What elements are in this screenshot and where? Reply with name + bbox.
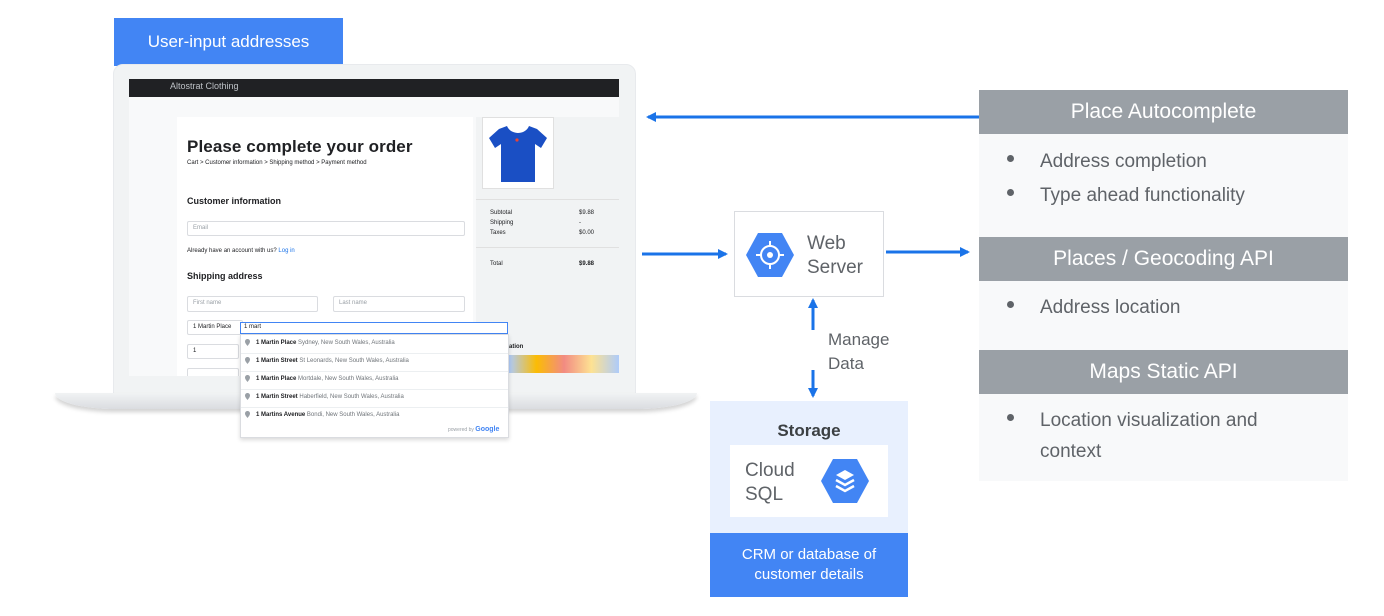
maps-static-body: Location visualization and context: [979, 394, 1348, 481]
first-name-placeholder: First name: [193, 300, 222, 306]
suggestion-name: 1 Martin Place: [256, 340, 297, 346]
autocomplete-dropdown: 1 Martin Place Sydney, New South Wales, …: [240, 334, 509, 438]
app-title-bar: Altostrat Clothing: [129, 79, 619, 97]
autocomplete-suggestion[interactable]: 1 Martin Place Sydney, New South Wales, …: [241, 335, 508, 354]
user-input-label: User-input addresses: [114, 18, 343, 66]
powered-by-text: powered by: [448, 427, 474, 433]
manage-data-label: Manage Data: [828, 328, 889, 376]
suggestion-address: Haberfield, New South Wales, Australia: [299, 394, 404, 400]
static-map-thumbnail: [509, 355, 619, 373]
suggestion-name: 1 Martin Street: [256, 358, 298, 364]
tshirt-icon: [489, 126, 547, 182]
city-field[interactable]: [187, 368, 239, 376]
cloud-sql-label: Cloud SQL: [745, 459, 795, 507]
maps-static-header: Maps Static API: [979, 350, 1348, 394]
user-input-label-text: User-input addresses: [147, 32, 310, 51]
web-server-node: Web Server: [734, 211, 884, 297]
bullet-item: Address location: [1007, 292, 1180, 323]
crm-line1: CRM or database of: [741, 546, 877, 563]
taxes-value: $0.00: [579, 230, 595, 236]
place-autocomplete-title: Place Autocomplete: [1070, 100, 1257, 123]
places-geocoding-body: Address location: [979, 281, 1348, 350]
product-image: [482, 117, 554, 189]
email-field[interactable]: Email: [187, 221, 465, 236]
autocomplete-query: 1 mart: [244, 324, 262, 330]
place-autocomplete-body: Address completion Type ahead functional…: [979, 134, 1348, 237]
suggestion-name: 1 Martin Street: [256, 394, 298, 400]
account-prompt: Already have an account with us? Log in: [187, 248, 295, 254]
subtotal-label: Subtotal: [490, 210, 513, 216]
suggestion-name: 1 Martin Place: [256, 376, 297, 382]
map-pin-icon: [245, 375, 250, 382]
web-server-label: Web Server: [807, 232, 863, 280]
login-link[interactable]: Log in: [278, 248, 295, 254]
autocomplete-input[interactable]: 1 mart: [240, 322, 508, 334]
last-name-field[interactable]: Last name: [333, 296, 465, 312]
autocomplete-suggestion[interactable]: 1 Martin Place Mortdale, New South Wales…: [241, 371, 508, 390]
map-pin-icon: [245, 393, 250, 400]
bullet-text: Location visualization and context: [1040, 410, 1258, 462]
autocomplete-suggestion[interactable]: 1 Martin Street St Leonards, New South W…: [241, 353, 508, 372]
suggestion-address: Sydney, New South Wales, Australia: [298, 340, 395, 346]
web-server-line1: Web: [807, 233, 846, 254]
form-title: Please complete your order: [187, 137, 413, 156]
powered-by-google: powered by Google: [448, 426, 499, 433]
customer-info-heading: Customer information: [187, 196, 282, 206]
bullet-item: Type ahead functionality: [1007, 180, 1245, 211]
bullet-text: Type ahead functionality: [1040, 185, 1245, 206]
suggestion-name: 1 Martins Avenue: [256, 412, 306, 418]
shipping-heading: Shipping address: [187, 271, 263, 281]
bullet-item: Address completion: [1007, 146, 1207, 177]
google-logo-text: Google: [475, 426, 500, 433]
storage-title: Storage: [777, 421, 841, 440]
places-geocoding-header: Places / Geocoding API: [979, 237, 1348, 281]
total-value: $9.88: [579, 261, 595, 267]
suggestion-address: Bondi, New South Wales, Australia: [306, 412, 400, 418]
bullet-item: Location visualization and context: [1007, 405, 1287, 467]
summary-divider-top: [476, 199, 619, 200]
cloud-sql-line1: Cloud: [745, 460, 795, 481]
autocomplete-suggestion[interactable]: 1 Martins Avenue Bondi, New South Wales,…: [241, 407, 508, 425]
account-text: Already have an account with us?: [187, 248, 277, 254]
suggestion-address: Mortdale, New South Wales, Australia: [298, 376, 399, 382]
apartment-field[interactable]: 1: [187, 344, 239, 359]
map-pin-icon: [245, 357, 250, 364]
last-name-placeholder: Last name: [339, 300, 368, 306]
app-title: Altostrat Clothing: [170, 81, 239, 91]
breadcrumb: Cart > Customer information > Shipping m…: [187, 160, 367, 166]
crm-footer: CRM or database of customer details: [710, 533, 908, 597]
summary-divider-mid: [476, 247, 619, 248]
crm-line2: customer details: [754, 566, 864, 583]
first-name-field[interactable]: First name: [187, 296, 318, 312]
cloud-sql-card: Cloud SQL: [730, 445, 888, 517]
bullet-text: Address completion: [1040, 151, 1207, 172]
autocomplete-suggestion[interactable]: 1 Martin Street Haberfield, New South Wa…: [241, 389, 508, 408]
place-autocomplete-header: Place Autocomplete: [979, 90, 1348, 134]
subtotal-value: $9.88: [579, 210, 595, 216]
map-pin-icon: [245, 339, 250, 346]
shipping-label: Shipping: [490, 220, 514, 226]
manage-data-line1: Manage: [828, 330, 890, 349]
apartment-value: 1: [193, 348, 197, 354]
maps-static-title: Maps Static API: [1089, 360, 1238, 383]
shipping-value: -: [579, 220, 581, 226]
total-label: Total: [490, 261, 503, 267]
taxes-label: Taxes: [490, 230, 506, 236]
suggestion-address: St Leonards, New South Wales, Australia: [299, 358, 409, 364]
places-geocoding-title: Places / Geocoding API: [1053, 247, 1274, 270]
map-pin-icon: [245, 411, 250, 418]
web-server-line2: Server: [807, 257, 863, 278]
manage-data-line2: Data: [828, 354, 864, 373]
storage-node: Storage Cloud SQL CRM or database of cus…: [710, 401, 908, 597]
bullet-text: Address location: [1040, 297, 1181, 318]
compute-engine-icon: [746, 233, 794, 277]
cloud-sql-line2: SQL: [745, 484, 784, 505]
address-value: 1 Martin Place: [193, 324, 232, 330]
email-placeholder: Email: [193, 225, 209, 231]
cloud-sql-icon: [821, 459, 869, 503]
location-heading-partial: ation: [509, 344, 524, 350]
